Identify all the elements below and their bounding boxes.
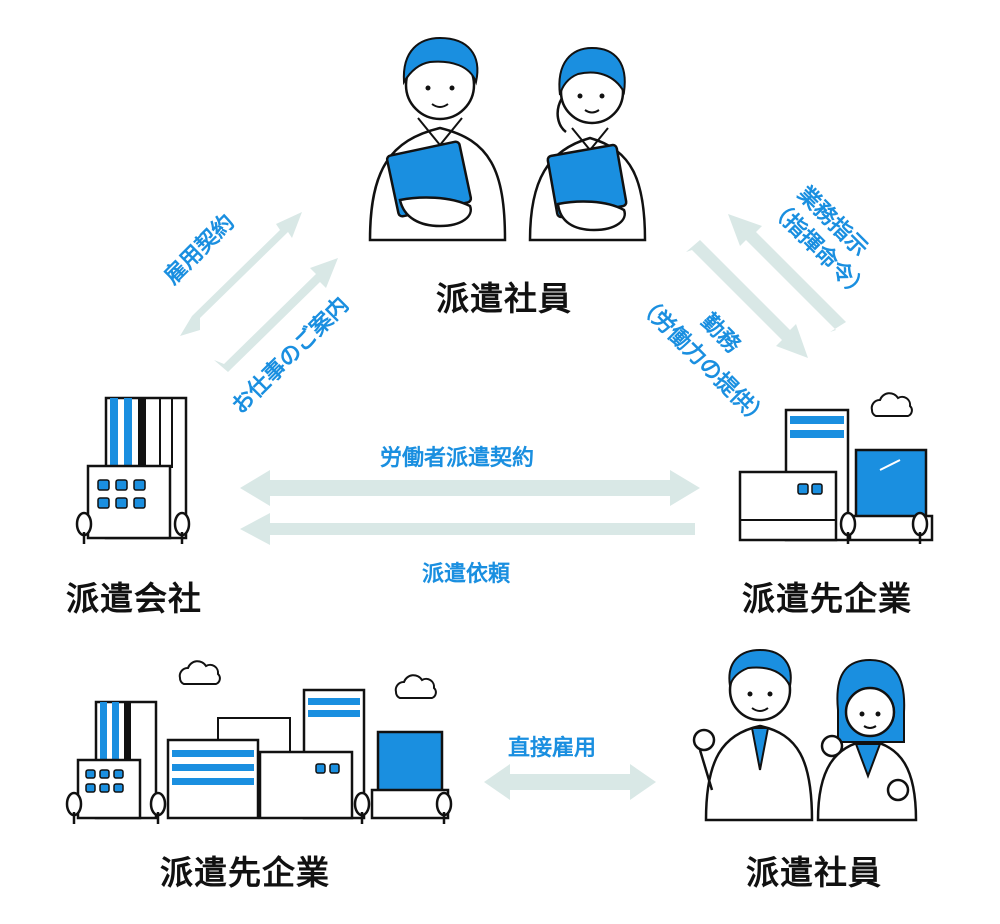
- client-company-buildings: [738, 392, 934, 546]
- label-dispatch-contract: 労働者派遣契約: [380, 446, 535, 471]
- businessman-figure: [692, 648, 814, 822]
- woman-figure: [528, 46, 647, 242]
- man-figure: [368, 36, 507, 242]
- arrow-direct-hire: [484, 764, 656, 800]
- arrow-job-introduction: [214, 258, 338, 372]
- businesswoman-figure: [816, 658, 918, 822]
- arrow-work-instruction: [728, 214, 846, 332]
- arrow-labor: [686, 240, 808, 358]
- staff-illustration-top: [368, 36, 647, 242]
- bottom-client-buildings: [65, 660, 453, 826]
- staff-illustration-bottom: [692, 648, 918, 822]
- label-dispatch-request: 派遣依頼: [422, 562, 511, 587]
- label-direct-hire: 直接雇用: [508, 736, 597, 761]
- label-bottom-staff: 派遣社員: [746, 853, 882, 892]
- arrow-dispatch-contract: [240, 470, 700, 506]
- label-top-staff: 派遣社員: [436, 279, 572, 318]
- label-bottom-client: 派遣先企業: [160, 853, 330, 892]
- label-client-company: 派遣先企業: [742, 579, 912, 618]
- arrow-employment-contract: [180, 212, 302, 336]
- dispatch-company-building: [75, 396, 191, 546]
- label-dispatch-company: 派遣会社: [66, 579, 202, 618]
- arrow-dispatch-request: [240, 513, 695, 545]
